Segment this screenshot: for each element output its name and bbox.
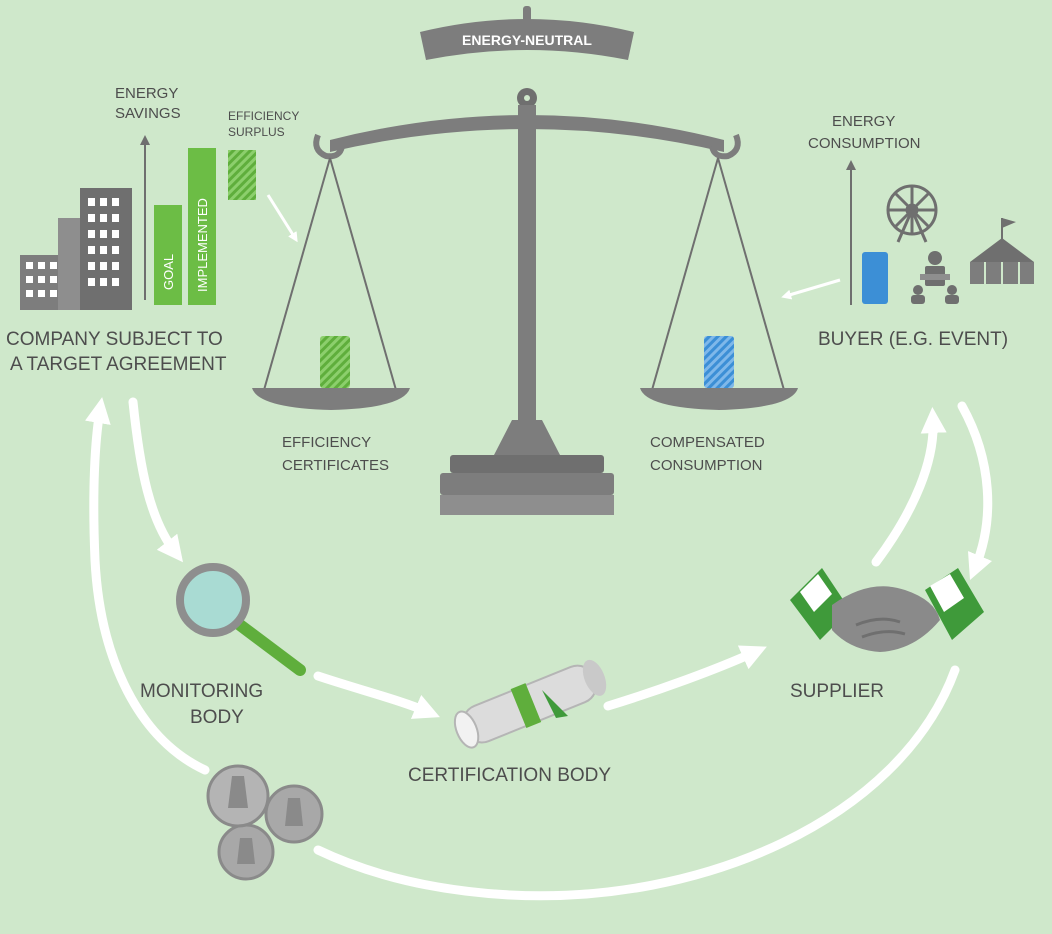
scale-beam — [330, 115, 724, 152]
monitoring-body-label-1: MONITORING — [140, 681, 263, 702]
efficiency-surplus-label-2: SURPLUS — [228, 125, 285, 139]
efficiency-certificate-block — [320, 336, 350, 388]
buyer-title: BUYER (E.G. EVENT) — [818, 329, 1008, 350]
company-title-line1: COMPANY SUBJECT TO — [6, 329, 223, 350]
monitoring-body-label-2: BODY — [190, 707, 244, 728]
tent-icon — [970, 218, 1034, 284]
consumption-bar — [862, 252, 888, 304]
arrow-buyer-to-supplier — [957, 401, 993, 581]
flow-arrows — [85, 397, 993, 901]
arrow-certification-to-supplier — [603, 645, 767, 711]
energy-consumption-label-2: CONSUMPTION — [808, 135, 921, 152]
scale-base — [450, 455, 604, 473]
handshake-icon — [790, 568, 984, 652]
left-pan — [252, 388, 410, 410]
arrow-company-to-monitoring — [128, 397, 183, 563]
compensated-consumption-label-2: CONSUMPTION — [650, 457, 763, 474]
goal-bar-label: GOAL — [161, 254, 176, 290]
energy-consumption-chart — [781, 160, 888, 305]
coins-icon — [206, 764, 324, 881]
certificate-scroll-icon — [453, 659, 607, 749]
efficiency-certificates-label-1: EFFICIENCY — [282, 434, 371, 451]
energy-consumption-label-1: ENERGY — [832, 113, 895, 130]
right-pan — [640, 388, 798, 410]
certification-body-label: CERTIFICATION BODY — [408, 765, 611, 786]
ferris-wheel-icon — [886, 184, 938, 243]
presenter-podium-icon — [911, 251, 959, 304]
supplier-label: SUPPLIER — [790, 681, 884, 702]
efficiency-surplus-label-1: EFFICIENCY — [228, 109, 299, 123]
company-title-line2: A TARGET AGREEMENT — [10, 354, 227, 375]
energy-savings-chart: GOAL IMPLEMENTED — [140, 135, 298, 305]
scale-column — [518, 105, 536, 445]
energy-neutral-banner — [420, 19, 634, 60]
balance-scale: ENERGY-NEUTRAL — [252, 6, 798, 515]
magnifier-icon — [176, 563, 306, 676]
energy-savings-label-2: SAVINGS — [115, 105, 181, 122]
efficiency-surplus-bar — [228, 150, 256, 200]
arrow-coins-to-company — [85, 397, 210, 775]
implemented-bar-label: IMPLEMENTED — [195, 198, 210, 292]
efficiency-certificates-label-2: CERTIFICATES — [282, 457, 389, 474]
compensated-consumption-label-1: COMPENSATED — [650, 434, 765, 451]
company-buildings-icon — [20, 188, 132, 310]
goal-bar — [154, 205, 182, 305]
arrow-monitoring-to-certification — [313, 671, 440, 719]
energy-savings-label-1: ENERGY — [115, 85, 178, 102]
compensated-consumption-block — [704, 336, 734, 388]
banner-label: ENERGY-NEUTRAL — [462, 32, 592, 48]
arrow-supplier-to-coins — [313, 665, 960, 901]
implemented-bar — [188, 148, 216, 305]
arrow-supplier-to-buyer — [871, 407, 947, 567]
